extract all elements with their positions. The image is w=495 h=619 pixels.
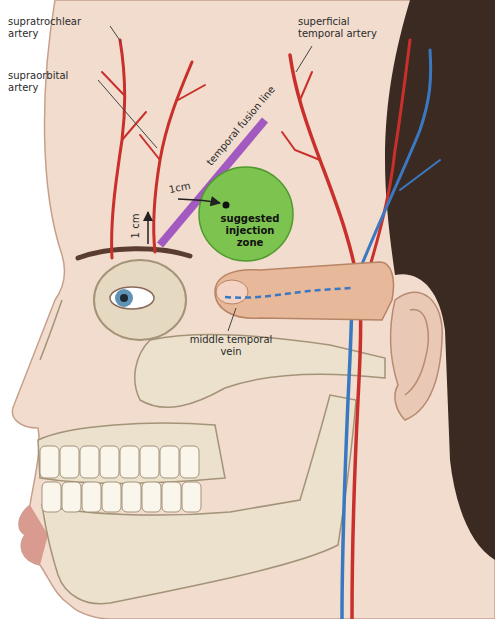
zone-text-block: suggested injection zone (212, 213, 288, 249)
veins (352, 50, 431, 290)
skull-bone (38, 300, 385, 604)
zone-label: suggested injection zone (212, 213, 288, 249)
dimension-label: 1cm (168, 180, 192, 196)
finger (215, 262, 394, 320)
arteries (112, 40, 125, 258)
arteries (300, 72, 312, 100)
measure-arrow (147, 212, 149, 244)
line-label: temporal fusion line (204, 84, 277, 168)
teeth (182, 482, 201, 512)
teeth (120, 446, 139, 478)
ear (391, 292, 443, 420)
teeth (102, 482, 121, 512)
hair (385, 0, 495, 560)
arteries (122, 112, 146, 140)
teeth (100, 446, 119, 478)
middle-temporal-vein-dashed (225, 288, 352, 298)
arteries (290, 55, 361, 619)
eye (78, 249, 190, 340)
teeth (160, 446, 179, 478)
skull-bone (42, 395, 356, 604)
teeth (40, 446, 59, 478)
arteries (102, 72, 124, 95)
teeth (162, 482, 181, 512)
measure-arrow (178, 199, 220, 203)
label-slot: supraorbital artery (8, 70, 96, 94)
dimension-label: 1 cm (130, 214, 142, 239)
veins (400, 160, 440, 190)
eye (110, 287, 154, 309)
leader-lines (228, 308, 236, 331)
injection-zone-fill (199, 167, 293, 261)
teeth (142, 482, 161, 512)
ear (391, 292, 443, 420)
leader-lines (98, 80, 157, 148)
label-slot: supratrochlear artery (8, 16, 103, 40)
injection-point (223, 202, 230, 209)
skin-profile (12, 0, 495, 619)
leader-lines (296, 46, 312, 72)
label-slot: temporal fusion line (204, 84, 277, 168)
teeth (60, 446, 79, 478)
ear (405, 309, 428, 395)
artery-label: superficial temporal artery (298, 16, 396, 40)
artery-label: supratrochlear artery (8, 16, 103, 40)
veins (342, 290, 352, 619)
finger (216, 280, 248, 304)
teeth (122, 482, 141, 512)
arteries (282, 132, 320, 160)
label-slot: 1 cm (130, 214, 142, 239)
vein-label: middle temporal vein (188, 334, 274, 358)
skull-bone (38, 423, 225, 483)
veins (342, 50, 440, 619)
teeth (82, 482, 101, 512)
leader-lines (98, 26, 312, 331)
skin-profile (12, 0, 495, 619)
teeth (180, 446, 199, 478)
teeth (62, 482, 81, 512)
measure-arrow (148, 212, 149, 244)
teeth (80, 446, 99, 478)
eye (115, 289, 133, 307)
artery-label: supraorbital artery (8, 70, 96, 94)
arteries (178, 85, 205, 100)
teeth (140, 446, 159, 478)
label-slot: middle temporal vein (188, 334, 274, 358)
hair (385, 0, 495, 560)
eye (94, 260, 186, 340)
finger (215, 262, 394, 320)
eye (120, 294, 128, 302)
arteries (102, 40, 410, 619)
teeth (42, 482, 61, 512)
middle-temporal-vein-dashed (225, 288, 352, 298)
teeth (40, 446, 201, 512)
leader-lines (110, 26, 121, 42)
eye (78, 249, 190, 258)
injection-zone-circle: suggested injection zone (198, 166, 294, 262)
skull-bone (40, 300, 62, 360)
label-slot: 1cm (168, 180, 192, 196)
label-slot: superficial temporal artery (298, 16, 396, 40)
